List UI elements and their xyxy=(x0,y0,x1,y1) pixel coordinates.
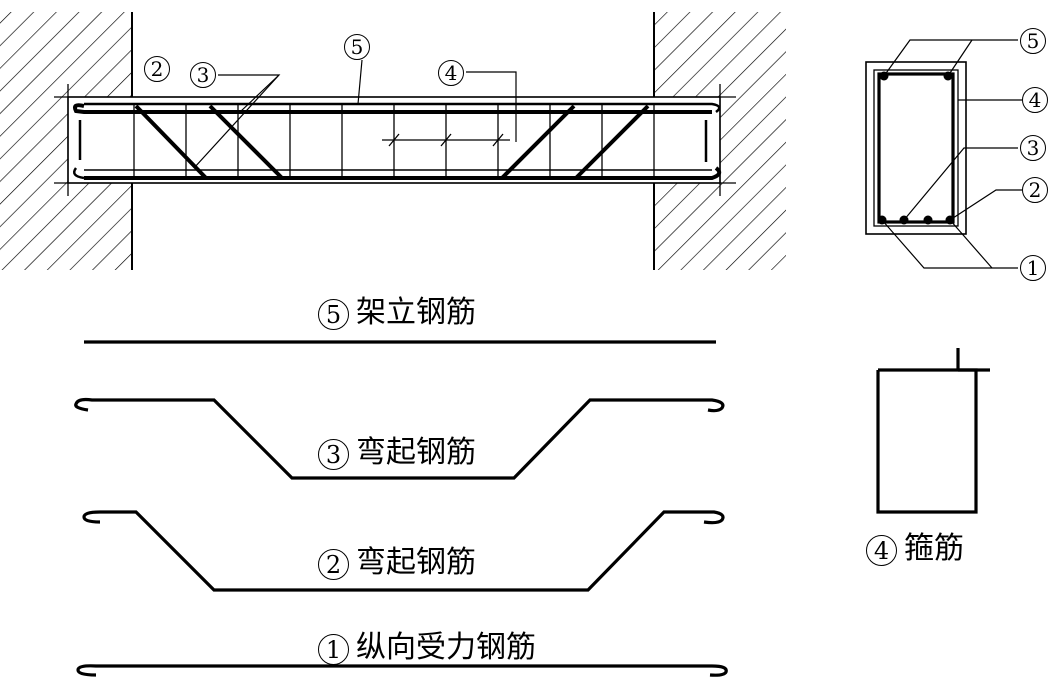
bar2-shape xyxy=(82,510,725,592)
label-bar3: 弯起钢筋 xyxy=(356,435,476,470)
cross-section xyxy=(865,39,1022,269)
bar4-shape xyxy=(876,348,990,514)
callout-3-section: 3 xyxy=(1020,135,1046,161)
callout-4-section: 4 xyxy=(1022,87,1048,113)
stirrup-spacing-dimension xyxy=(382,133,510,147)
label-bar5: 架立钢筋 xyxy=(356,295,476,330)
callout-2-label: 2 xyxy=(318,549,349,580)
callout-3-elevation: 3 xyxy=(190,62,216,88)
elevation-leaders xyxy=(193,59,517,169)
bent-bars-elevation xyxy=(134,104,650,180)
callout-5-label: 5 xyxy=(318,299,349,330)
section-bars xyxy=(877,71,955,225)
callout-1-section: 1 xyxy=(1020,255,1046,281)
label-bar1: 纵向受力钢筋 xyxy=(356,630,536,665)
callout-3-label: 3 xyxy=(318,439,349,470)
label-bar4: 箍筋 xyxy=(904,531,964,566)
callout-1-label: 1 xyxy=(318,634,349,665)
callout-4-label: 4 xyxy=(866,535,897,566)
callout-5-elevation: 5 xyxy=(344,34,370,60)
beam-elevation xyxy=(54,59,736,196)
bar1-shape xyxy=(76,664,728,677)
callout-5-section: 5 xyxy=(1020,28,1046,54)
section-leaders xyxy=(881,39,1022,269)
bar3-shape xyxy=(74,397,725,480)
callout-2-elevation: 2 xyxy=(144,56,170,82)
callout-2-section: 2 xyxy=(1022,177,1048,203)
callout-4-elevation: 4 xyxy=(438,60,464,86)
label-bar2: 弯起钢筋 xyxy=(356,545,476,580)
